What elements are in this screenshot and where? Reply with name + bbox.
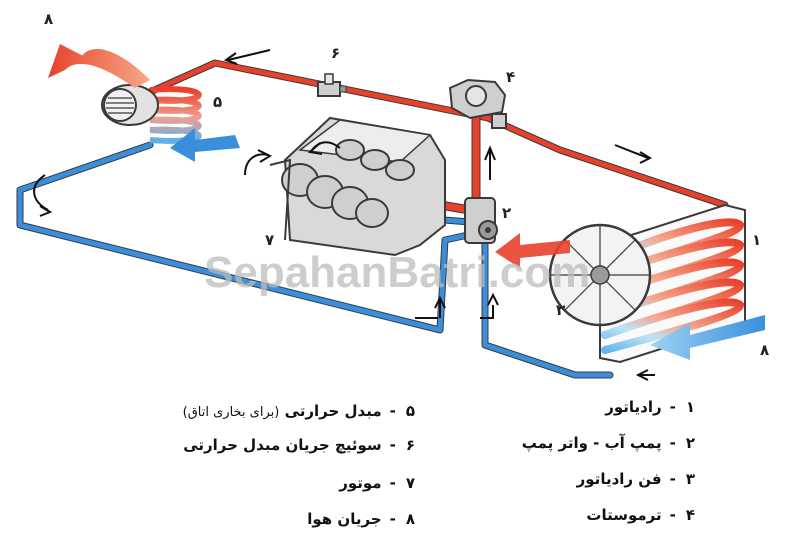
- legend-num: ۷: [405, 474, 415, 492]
- air-into-heater-arrow: [170, 128, 240, 162]
- label-6: ۶: [331, 44, 340, 62]
- legend-text: فن رادیاتور: [576, 470, 662, 488]
- warm-air-from-radiator-arrow: [495, 233, 570, 268]
- engine-cylinders: [281, 139, 415, 228]
- legend-item-6: ۶-سوئیچ جریان مبدل حرارتی: [183, 436, 415, 454]
- legend-text: جریان هوا: [307, 510, 382, 528]
- legend-num: ۲: [685, 434, 695, 452]
- legend-note: (برای بخاری اتاق): [182, 405, 280, 420]
- legend-text: مبدل حرارتی: [284, 402, 382, 420]
- legend-item-3: ۳-فن رادیاتور: [576, 470, 695, 488]
- legend-item-1: ۱-رادیاتور: [605, 398, 695, 416]
- heater-core: [101, 84, 202, 144]
- label-3: ۳: [556, 301, 565, 319]
- radiator-coils: [601, 218, 745, 354]
- watermark: SepahanBatri.com: [204, 248, 590, 297]
- legend-num: ۸: [405, 510, 415, 528]
- label-4: ۴: [506, 68, 515, 86]
- heater-flow-switch: [317, 73, 347, 97]
- radiator-fan: [548, 223, 652, 327]
- legend-num: ۴: [685, 506, 695, 524]
- legend-item-7: ۷-موتور: [339, 474, 415, 492]
- legend-text: رادیاتور: [605, 398, 662, 416]
- cooling-system-diagram: SepahanBatri.com ۸ ۶ ۴ ۵ ۲ ۷ ۱ ۳ ۸: [16, 10, 769, 381]
- label-8-right: ۸: [760, 341, 769, 359]
- label-5: ۵: [213, 93, 222, 111]
- legend-item-8: ۸-جریان هوا: [307, 510, 415, 528]
- hot-air-outflow-arrow: [48, 44, 150, 88]
- legend-text: پمپ آب - واتر پمپ: [521, 434, 662, 452]
- legend-text: موتور: [339, 474, 382, 492]
- legend-right: ۱-رادیاتور ۲-پمپ آب - واتر پمپ ۳-فن رادی…: [480, 392, 695, 542]
- label-7: ۷: [265, 231, 274, 249]
- label-2: ۲: [502, 204, 511, 222]
- water-pump: [464, 197, 498, 244]
- airflow-arrows: [48, 44, 765, 360]
- flow-direction-arrows: [33, 49, 655, 381]
- label-1: ۱: [752, 231, 761, 249]
- label-8-top: ۸: [44, 10, 53, 28]
- engine: [269, 116, 446, 257]
- component-number-labels: ۸ ۶ ۴ ۵ ۲ ۷ ۱ ۳ ۸: [44, 10, 769, 359]
- legend-item-2: ۲-پمپ آب - واتر پمپ: [521, 434, 695, 452]
- legend-item-4: ۴-ترموستات: [586, 506, 695, 524]
- legend-num: ۵: [405, 402, 415, 420]
- blower-fan: [101, 84, 159, 126]
- legend-text: سوئیچ جریان مبدل حرارتی: [183, 436, 382, 454]
- legend-text: ترموستات: [586, 506, 662, 524]
- legend-num: ۳: [685, 470, 695, 488]
- legend-left: ۵-مبدل حرارتی (برای بخاری اتاق) ۶-سوئیچ …: [100, 392, 415, 542]
- legend-num: ۶: [405, 436, 415, 454]
- air-into-radiator-arrow: [650, 315, 765, 360]
- legend-item-5: ۵-مبدل حرارتی (برای بخاری اتاق): [182, 402, 415, 420]
- thermostat: [448, 78, 507, 129]
- legend-num: ۱: [685, 398, 695, 416]
